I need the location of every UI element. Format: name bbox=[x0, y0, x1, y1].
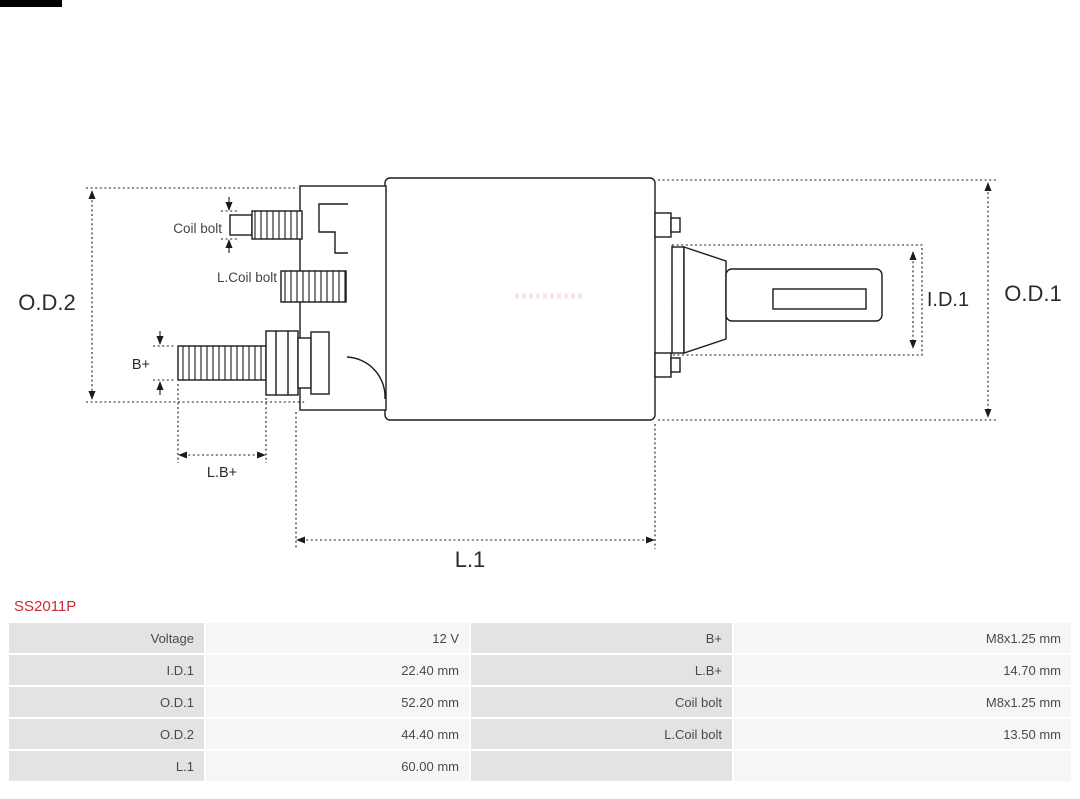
spec-label: L.Coil bolt bbox=[471, 719, 732, 749]
table-row: O.D.1 52.20 mm Coil bolt M8x1.25 mm bbox=[9, 687, 1071, 717]
spec-value: 60.00 mm bbox=[206, 751, 469, 781]
b-plus-washer bbox=[297, 337, 312, 389]
spec-value: 44.40 mm bbox=[206, 719, 469, 749]
spec-label: Coil bolt bbox=[471, 687, 732, 717]
solenoid-outline bbox=[177, 177, 883, 421]
spec-value: M8x1.25 mm bbox=[734, 623, 1071, 653]
part-number-link[interactable]: SS2011P bbox=[14, 598, 77, 615]
plunger-shaft-slot bbox=[772, 288, 867, 310]
od1-label: O.D.1 bbox=[1004, 281, 1061, 306]
spec-value: 13.50 mm bbox=[734, 719, 1071, 749]
coil-bolt-ticks bbox=[221, 210, 239, 240]
plunger-face bbox=[671, 246, 685, 354]
spec-value: 22.40 mm bbox=[206, 655, 469, 685]
b-plus-label: B+ bbox=[132, 357, 150, 373]
spec-label: I.D.1 bbox=[9, 655, 204, 685]
spec-label: L.B+ bbox=[471, 655, 732, 685]
spec-table: Voltage 12 V B+ M8x1.25 mm I.D.1 22.40 m… bbox=[7, 621, 1073, 783]
dimension-annotations bbox=[86, 179, 997, 549]
coil-bolt-bushing bbox=[280, 270, 347, 303]
screen-corner-artifact bbox=[0, 0, 62, 7]
flange-inner-step bbox=[318, 203, 348, 254]
small-diameter-arrows bbox=[156, 197, 233, 395]
l1-label: L.1 bbox=[455, 547, 486, 572]
spec-value: 12 V bbox=[206, 623, 469, 653]
id1-reference-box bbox=[671, 244, 923, 356]
b-plus-threaded-stud bbox=[177, 345, 267, 381]
spec-label: O.D.2 bbox=[9, 719, 204, 749]
b-plus-collar bbox=[310, 331, 330, 395]
table-row: Voltage 12 V B+ M8x1.25 mm bbox=[9, 623, 1071, 653]
spec-value: 52.20 mm bbox=[206, 687, 469, 717]
spec-value: 14.70 mm bbox=[734, 655, 1071, 685]
od2-label: O.D.2 bbox=[18, 290, 75, 315]
right-top-stud bbox=[654, 212, 672, 238]
spec-label bbox=[471, 751, 732, 781]
coil-bolt-threaded-stud bbox=[251, 210, 303, 240]
table-row: O.D.2 44.40 mm L.Coil bolt 13.50 mm bbox=[9, 719, 1071, 749]
id1-label: I.D.1 bbox=[927, 289, 969, 311]
spec-label: Voltage bbox=[9, 623, 204, 653]
b-plus-nut-facets bbox=[275, 331, 289, 395]
table-row: L.1 60.00 mm bbox=[9, 751, 1071, 781]
b-plus-ticks bbox=[153, 345, 176, 381]
spec-value bbox=[734, 751, 1071, 781]
solenoid-body bbox=[384, 177, 656, 421]
l-b-plus-label: L.B+ bbox=[207, 465, 237, 481]
l-coil-bolt-label: L.Coil bolt bbox=[217, 270, 277, 285]
spec-label: L.1 bbox=[9, 751, 204, 781]
spec-label: O.D.1 bbox=[9, 687, 204, 717]
b-plus-hex-nut bbox=[265, 330, 299, 396]
solenoid-technical-drawing: O.D.2 O.D.1 I.D.1 L.1 Coil bolt L.Coil b… bbox=[18, 177, 1062, 572]
spec-label: B+ bbox=[471, 623, 732, 653]
coil-bolt-tip bbox=[229, 214, 253, 236]
right-top-stud-cap bbox=[670, 217, 681, 233]
right-bottom-stud-cap bbox=[670, 357, 681, 373]
dimension-labels: O.D.2 O.D.1 I.D.1 L.1 Coil bolt L.Coil b… bbox=[18, 221, 1061, 572]
spec-value: M8x1.25 mm bbox=[734, 687, 1071, 717]
coil-bolt-label: Coil bolt bbox=[173, 221, 222, 236]
plunger-cone bbox=[683, 246, 727, 354]
table-row: I.D.1 22.40 mm L.B+ 14.70 mm bbox=[9, 655, 1071, 685]
right-bottom-stud bbox=[654, 352, 672, 378]
flange-fillet-arc bbox=[346, 356, 386, 400]
